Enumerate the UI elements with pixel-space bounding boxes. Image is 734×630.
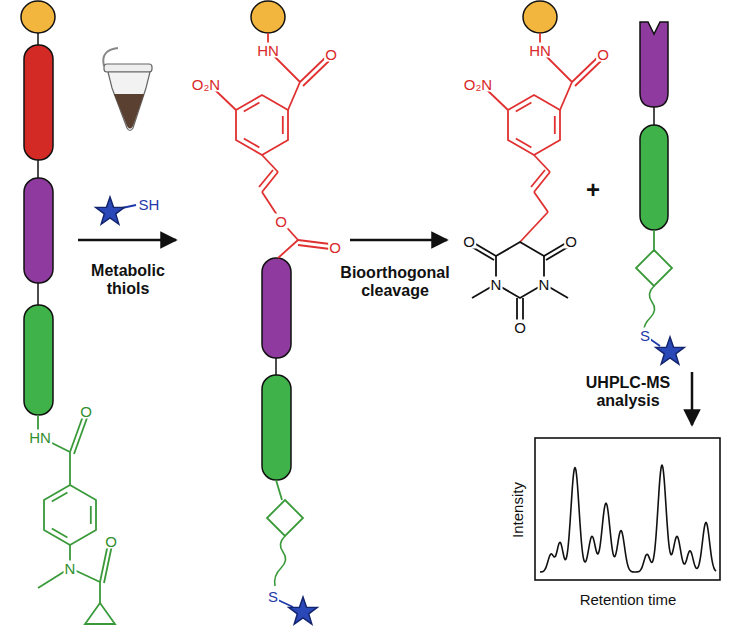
atom-label: S (639, 328, 651, 343)
atom-label: O (104, 534, 118, 549)
atom-label: N (490, 277, 503, 292)
probe-chain (21, 1, 55, 415)
step-label: UHPLC-MS analysis (577, 374, 679, 411)
atom-label: O (274, 214, 288, 229)
atom-label: O₂N (463, 77, 493, 92)
atom-label: S (267, 589, 279, 604)
atom-label: HN (256, 43, 280, 58)
step-label: Bioorthogonal cleavage (338, 264, 452, 301)
chromatogram-trace (540, 465, 716, 572)
plus-sign: + (585, 178, 601, 202)
barbiturate-ring (472, 242, 568, 322)
red-structure (214, 33, 330, 258)
thiol-label: SH (138, 197, 161, 212)
axis-label: Retention time (579, 592, 678, 607)
atom-label: O (462, 234, 476, 249)
atom-label: N (64, 561, 77, 576)
atom-label: O (564, 234, 578, 249)
green-structure (38, 415, 115, 624)
atom-label: O (513, 320, 527, 335)
thiol-star (96, 197, 136, 224)
atom-label: O (596, 47, 610, 62)
released-chain (523, 1, 684, 364)
atom-label: O₂N (191, 77, 221, 92)
atom-label: O (79, 404, 93, 419)
atom-label: HN (28, 430, 52, 445)
step-label: Metabolic thiols (77, 262, 179, 299)
reaction-arrows (78, 240, 692, 425)
atom-label: O (328, 240, 342, 255)
atom-label: O (324, 47, 338, 62)
chromatogram (535, 438, 720, 580)
axis-label: Intensity (510, 481, 525, 539)
atom-label: N (538, 277, 551, 292)
adduct-chain (251, 1, 317, 624)
red-structure-released (486, 33, 601, 242)
reaction-tube (103, 48, 152, 131)
atom-label: HN (528, 43, 552, 58)
